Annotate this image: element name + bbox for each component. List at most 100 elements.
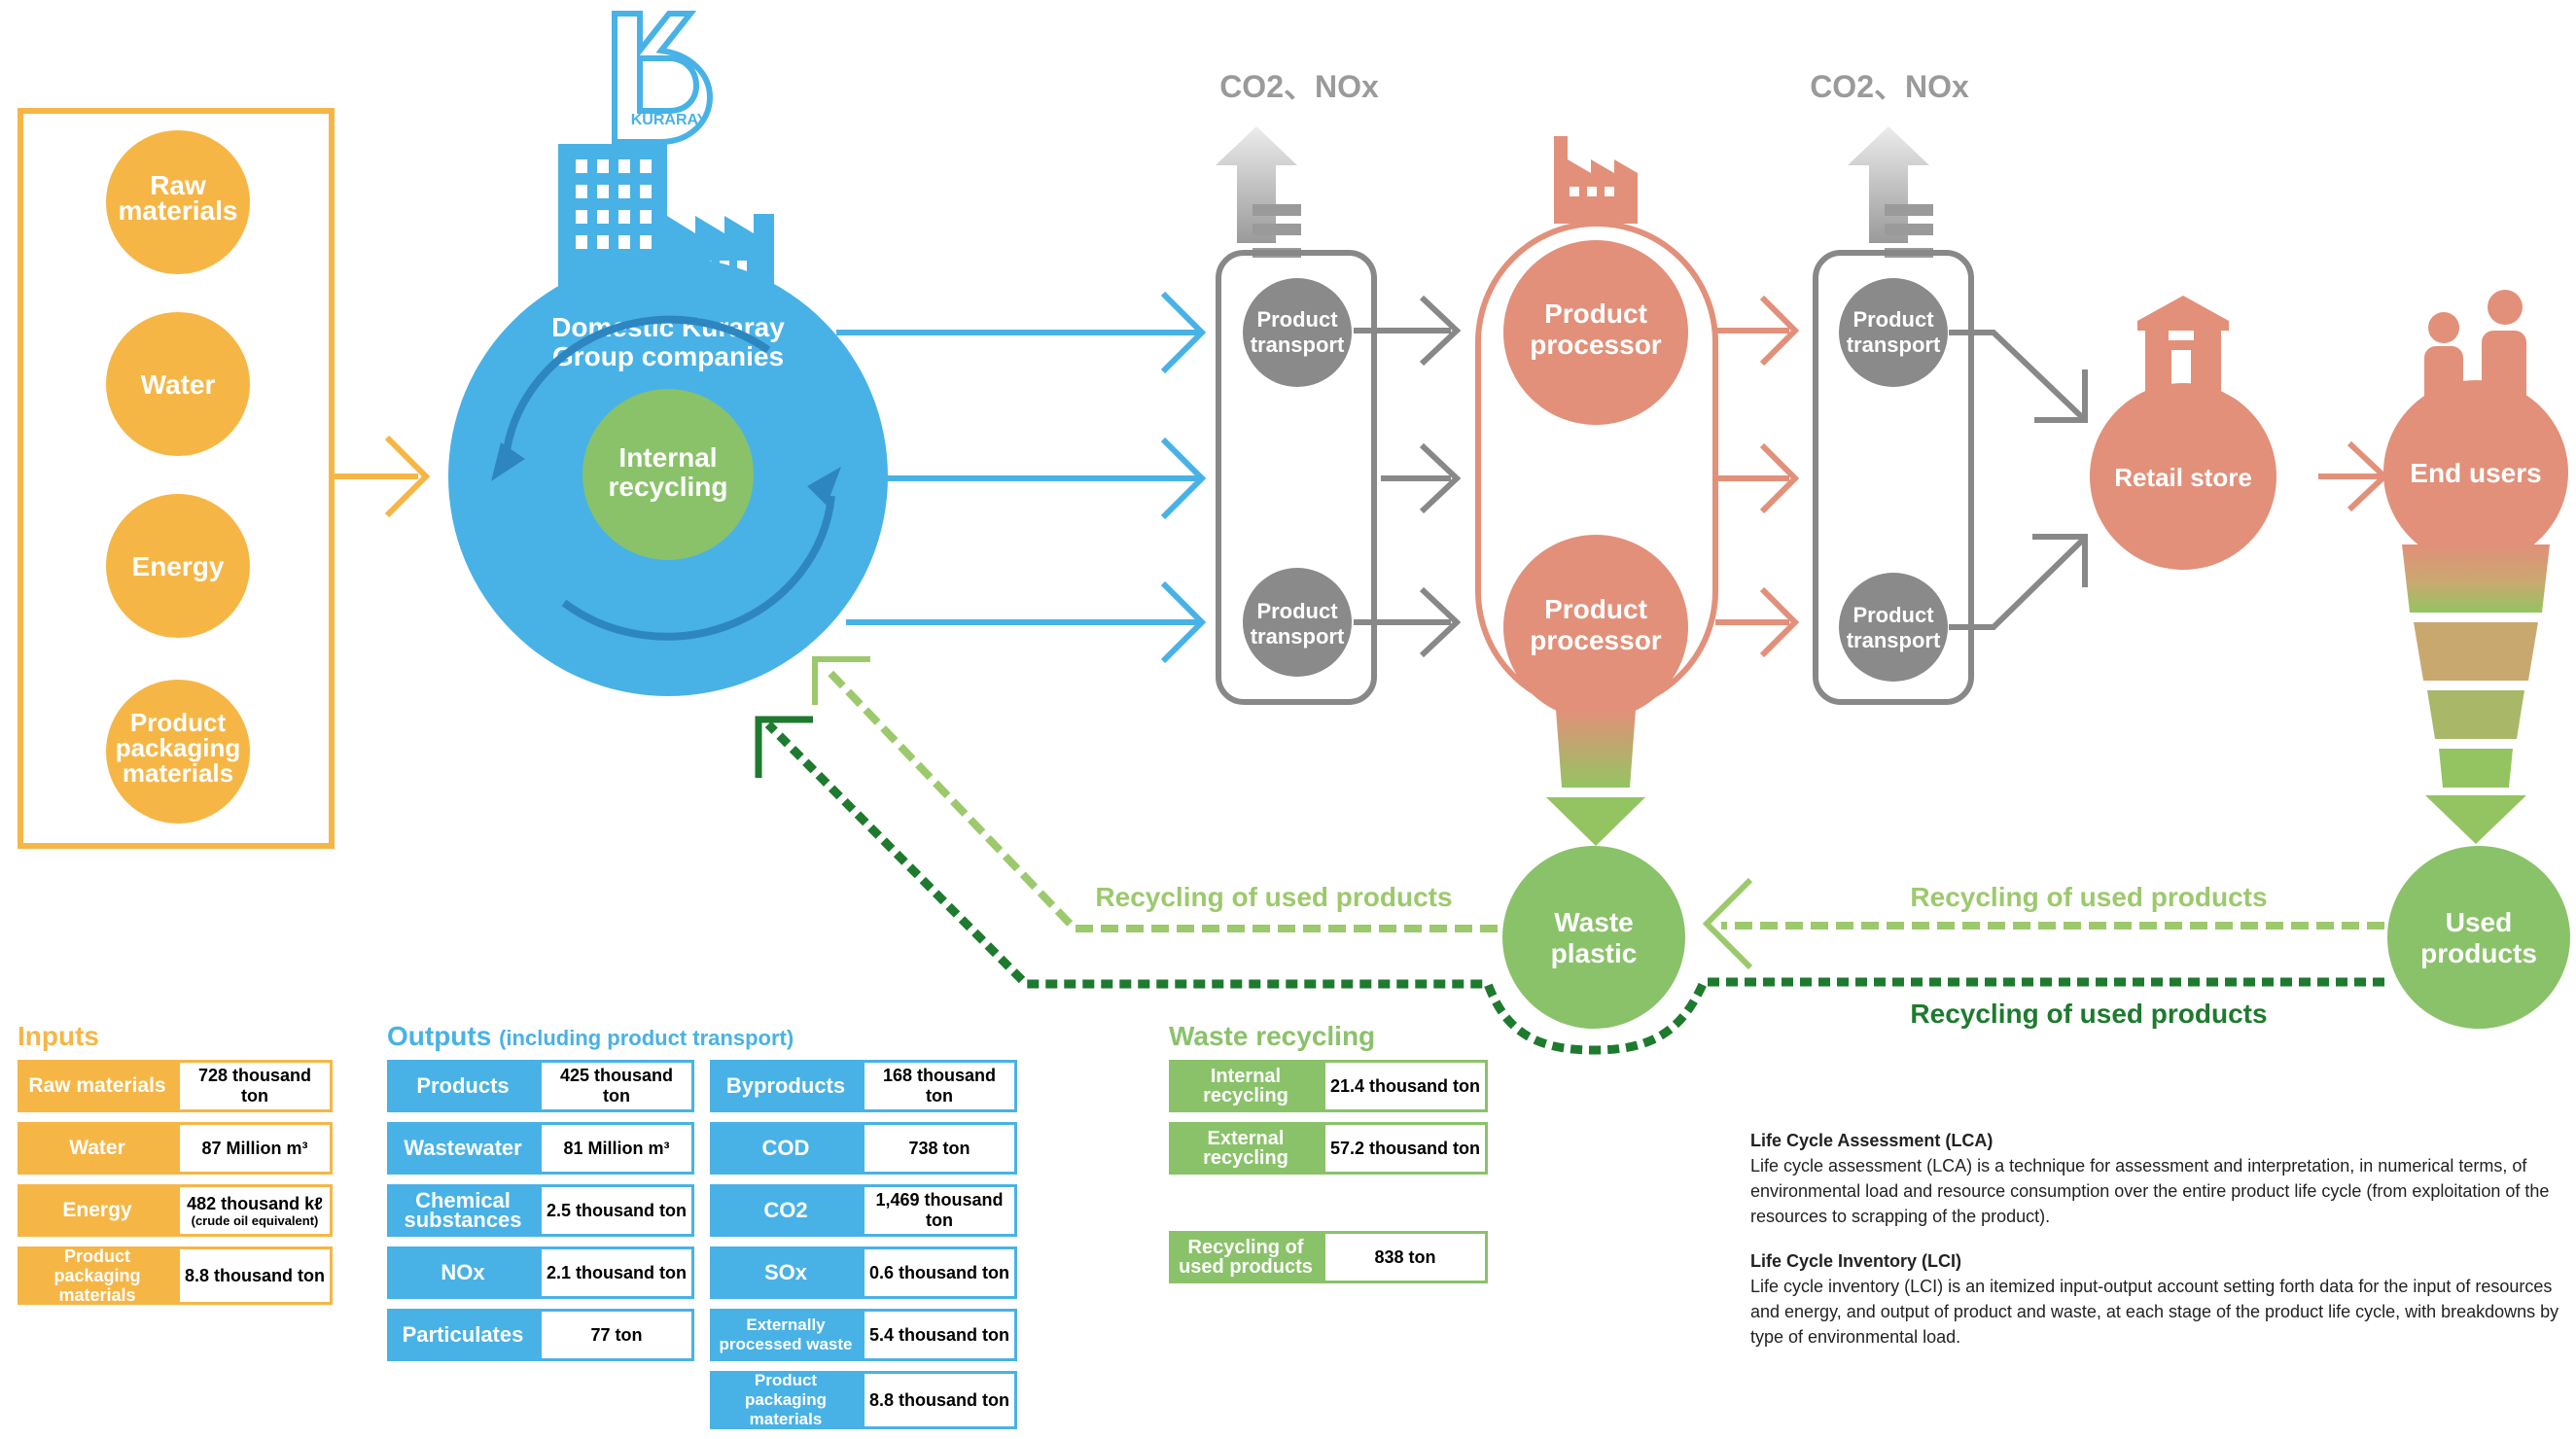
lca-notes: Life Cycle Assessment (LCA)Life cycle as…: [1750, 1128, 2567, 1369]
output-value: 1,469 thousand ton: [862, 1184, 1017, 1237]
recycling-label-2: Recycling of used products: [1910, 882, 2267, 912]
kuraray-title-line2: Group companies: [552, 341, 784, 371]
output-value: 0.6 thousand ton: [862, 1246, 1017, 1299]
used-recycling-value: 838 ton: [1323, 1231, 1488, 1283]
light-arrowhead: [812, 656, 870, 705]
input-value: 87 Million m³: [177, 1122, 333, 1175]
arrow-retail-to-users: [2318, 440, 2389, 512]
transport-2b-line1: Product: [1853, 603, 1934, 627]
input-raw-line2: materials: [119, 195, 238, 226]
arrow-inputs-to-kuraray: [335, 435, 431, 518]
transport-1a: Product transport: [1243, 278, 1352, 387]
waste-label: Internal recycling: [1169, 1060, 1323, 1112]
kuraray-logo: KURARAY: [612, 11, 714, 145]
processor-a: Product processor: [1503, 240, 1688, 425]
output-value: 2.1 thousand ton: [539, 1246, 694, 1299]
output-value: 8.8 thousand ton: [862, 1371, 1017, 1429]
output-value: 2.5 thousand ton: [539, 1184, 694, 1237]
lci-heading: Life Cycle Inventory (LCI): [1750, 1251, 1962, 1271]
input-value: 482 thousand kℓ(crude oil equivalent): [177, 1184, 333, 1237]
light-arrowhead-right: [1702, 877, 1753, 970]
outputs-subtitle: (including product transport): [499, 1026, 794, 1050]
output-value: 168 thousand ton: [862, 1060, 1017, 1112]
used-recycling-label: Recycling of used products: [1169, 1231, 1323, 1283]
output-label: Byproducts: [710, 1060, 862, 1112]
transport-1b: Product transport: [1243, 568, 1352, 677]
output-value: 81 Million m³: [539, 1122, 694, 1175]
outputs-title: Outputs (including product transport): [387, 1021, 794, 1052]
waste-plastic-circle: [1502, 846, 1685, 1029]
transport-1a-line1: Product: [1256, 307, 1338, 332]
output-label: Externally processed waste: [710, 1309, 862, 1361]
internal-recycling-loop-icon: [502, 315, 835, 641]
processor-factory-icon: [1554, 136, 1638, 224]
output-label: Particulates: [387, 1309, 539, 1361]
emission-arrow-1: [1216, 126, 1301, 258]
input-label: Water: [18, 1122, 177, 1175]
emission-label-2: CO2、NOx: [1810, 69, 1969, 104]
input-circle-raw: Raw materials: [106, 130, 250, 274]
input-label: Product packaging materials: [18, 1246, 177, 1305]
used-products-line2: products: [2420, 938, 2537, 968]
input-pack-line1: Product: [130, 708, 227, 737]
outputs-title-main: Outputs: [387, 1021, 492, 1051]
transport-2b: Product transport: [1839, 573, 1948, 682]
input-circle-packaging: Product packaging materials: [106, 680, 250, 824]
output-value: 738 ton: [862, 1122, 1017, 1175]
energy-value: 482 thousand kℓ: [187, 1193, 323, 1213]
transport-2b-line2: transport: [1847, 628, 1941, 652]
output-label: Wastewater: [387, 1122, 539, 1175]
waste-label: External recycling: [1169, 1122, 1323, 1175]
waste-recycling-title: Waste recycling: [1169, 1021, 1376, 1051]
transport-1a-line2: transport: [1251, 333, 1345, 357]
output-label: Chemical substances: [387, 1184, 539, 1237]
dark-arrowhead: [755, 716, 813, 778]
recycling-flow-dark: [764, 720, 2384, 1055]
processor-b: Product processor: [1503, 535, 1688, 720]
arrows-transport-to-processor: [1354, 295, 1462, 658]
input-circle-water: Water: [106, 312, 250, 456]
retail-circle: [2090, 383, 2276, 570]
processor-a-line2: processor: [1530, 330, 1661, 360]
transport-2a-line2: transport: [1847, 333, 1941, 357]
output-label: Products: [387, 1060, 539, 1112]
output-label: Product packaging materials: [710, 1371, 862, 1429]
input-pack-line2: packaging: [116, 733, 241, 762]
waste-value: 57.2 thousand ton: [1323, 1122, 1488, 1175]
inputs-frame: [18, 108, 335, 849]
emission-arrow-2: [1848, 126, 1933, 258]
end-users-funnel: [2402, 544, 2550, 844]
lca-text: Life cycle assessment (LCA) is a techniq…: [1750, 1156, 2550, 1226]
output-value: 425 thousand ton: [539, 1060, 694, 1112]
processor-waste-stub: [1546, 710, 1645, 846]
transport-frame-2: [1813, 250, 1974, 705]
output-label: NOx: [387, 1246, 539, 1299]
input-water-label: Water: [141, 369, 216, 400]
internal-recycling-line1: Internal: [618, 442, 717, 473]
transport-1b-line2: transport: [1251, 624, 1345, 649]
input-energy-label: Energy: [132, 551, 225, 581]
smoke-bands: [1253, 204, 1933, 235]
lifecycle-diagram: Raw materials Water Energy Product packa…: [18, 11, 2570, 1055]
output-value: 77 ton: [539, 1309, 694, 1361]
waste-value: 21.4 thousand ton: [1323, 1060, 1488, 1112]
